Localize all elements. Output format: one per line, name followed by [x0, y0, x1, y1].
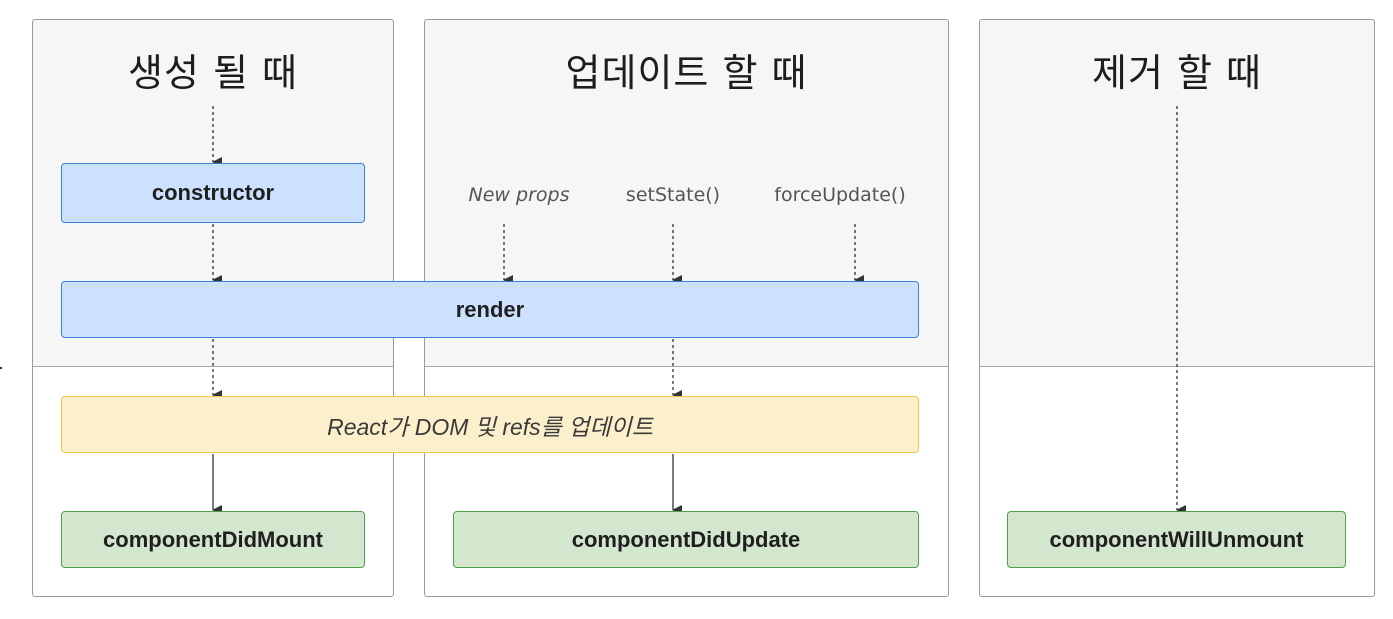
- phase-divider: [425, 366, 948, 367]
- column-unmounting: 제거 할 때: [979, 19, 1375, 597]
- column-title-mounting: 생성 될 때: [128, 51, 298, 95]
- constructor-box: constructor: [61, 163, 365, 223]
- render-box: render: [61, 281, 919, 338]
- react-dom-refs-update-box: React가 DOM 및 refs를 업데이트: [61, 396, 919, 453]
- component-will-unmount-box: componentWillUnmount: [1007, 511, 1346, 568]
- column-title-unmounting: 제거 할 때: [1092, 51, 1262, 95]
- component-did-mount-box: componentDidMount: [61, 511, 365, 568]
- trigger-new-props: New props: [468, 184, 570, 206]
- trigger-set-state: setState(): [625, 184, 721, 206]
- component-did-update-box: componentDidUpdate: [453, 511, 919, 568]
- phase-divider: [33, 366, 393, 367]
- left-edge-mark: [0, 367, 2, 369]
- trigger-force-update: forceUpdate(): [774, 184, 906, 206]
- column-title-updating: 업데이트 할 때: [565, 51, 808, 95]
